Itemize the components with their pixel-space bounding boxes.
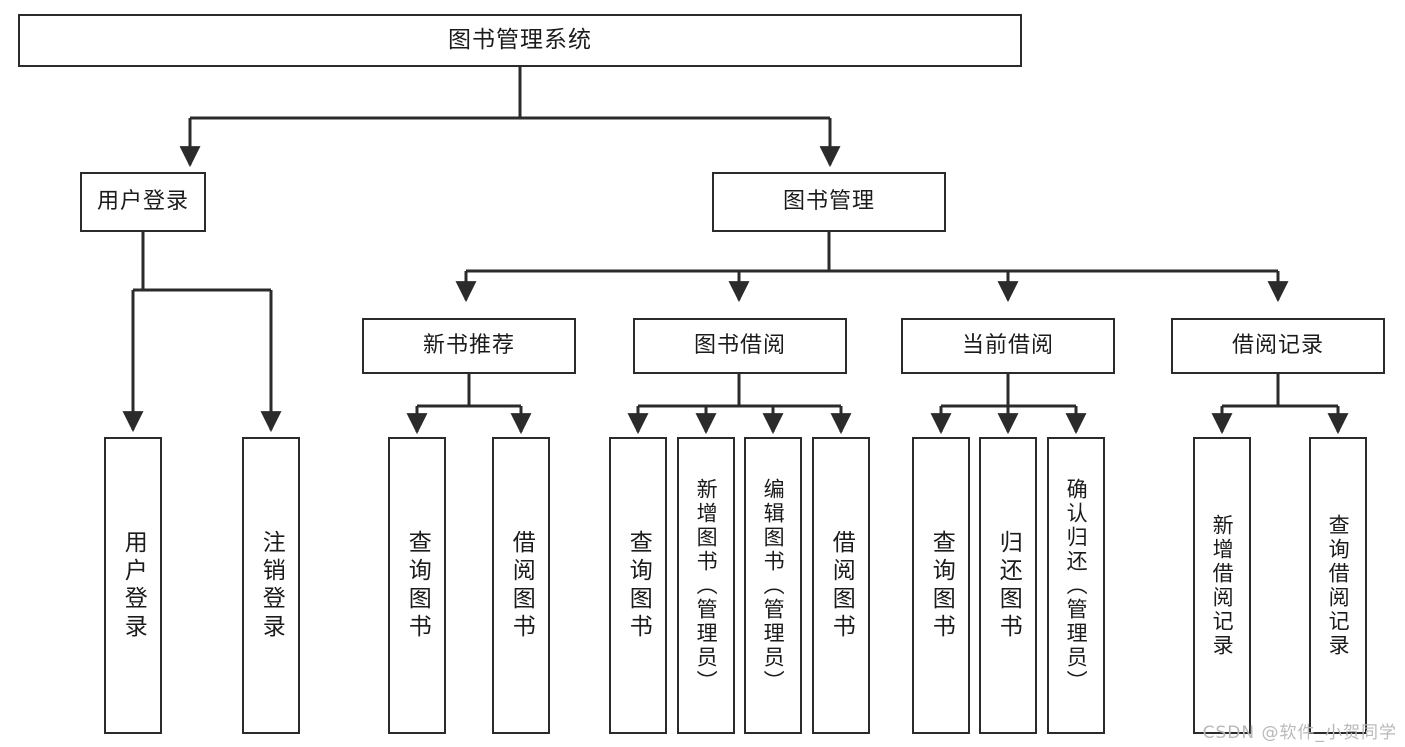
node-new-book-rec[interactable]: 新书推荐 (362, 318, 576, 374)
node-user-login[interactable]: 用户登录 (80, 172, 206, 232)
leaf-user-logout[interactable]: 注销登录 (242, 437, 300, 734)
leaf-user-logout-label: 注销登录 (258, 529, 285, 642)
leaf-query-book-1[interactable]: 查询图书 (388, 437, 446, 734)
leaf-user-login-label: 用户登录 (120, 529, 147, 642)
csdn-watermark: CSDN @软件_小贺同学 (1202, 723, 1397, 743)
node-user-login-label: 用户登录 (96, 189, 189, 215)
node-current-borrow[interactable]: 当前借阅 (901, 318, 1115, 374)
leaf-borrow-book-1-label: 借阅图书 (508, 529, 535, 642)
node-new-book-rec-label: 新书推荐 (422, 333, 515, 359)
leaf-borrow-book-2[interactable]: 借阅图书 (812, 437, 870, 734)
node-book-borrow-label: 图书借阅 (693, 333, 786, 359)
leaf-query-book-2[interactable]: 查询图书 (609, 437, 667, 734)
leaf-query-record[interactable]: 查询借阅记录 (1309, 437, 1367, 734)
leaf-borrow-book-1[interactable]: 借阅图书 (492, 437, 550, 734)
leaf-return-book[interactable]: 归还图书 (979, 437, 1037, 734)
leaf-add-record[interactable]: 新增借阅记录 (1193, 437, 1251, 734)
leaf-query-record-label: 查询借阅记录 (1326, 513, 1351, 658)
leaf-confirm-return-label: 确认归还（管理员） (1064, 477, 1089, 694)
leaf-add-book-label: 新增图书（管理员） (694, 477, 719, 694)
node-book-borrow[interactable]: 图书借阅 (633, 318, 847, 374)
leaf-user-login[interactable]: 用户登录 (104, 437, 162, 734)
leaf-edit-book-label: 编辑图书（管理员） (761, 477, 786, 694)
node-root-label: 图书管理系统 (448, 26, 592, 53)
node-book-manage-label: 图书管理 (782, 189, 875, 215)
leaf-query-book-3-label: 查询图书 (928, 529, 955, 642)
leaf-confirm-return[interactable]: 确认归还（管理员） (1047, 437, 1105, 734)
leaf-add-record-label: 新增借阅记录 (1210, 513, 1235, 658)
node-root[interactable]: 图书管理系统 (18, 14, 1022, 67)
leaf-borrow-book-2-label: 借阅图书 (828, 529, 855, 642)
leaf-edit-book[interactable]: 编辑图书（管理员） (744, 437, 802, 734)
node-current-borrow-label: 当前借阅 (961, 333, 1054, 359)
leaf-return-book-label: 归还图书 (995, 529, 1022, 642)
node-borrow-record[interactable]: 借阅记录 (1171, 318, 1385, 374)
leaf-query-book-3[interactable]: 查询图书 (912, 437, 970, 734)
node-borrow-record-label: 借阅记录 (1231, 333, 1324, 359)
node-book-manage[interactable]: 图书管理 (712, 172, 946, 232)
leaf-add-book[interactable]: 新增图书（管理员） (677, 437, 735, 734)
leaf-query-book-1-label: 查询图书 (404, 529, 431, 642)
leaf-query-book-2-label: 查询图书 (625, 529, 652, 642)
